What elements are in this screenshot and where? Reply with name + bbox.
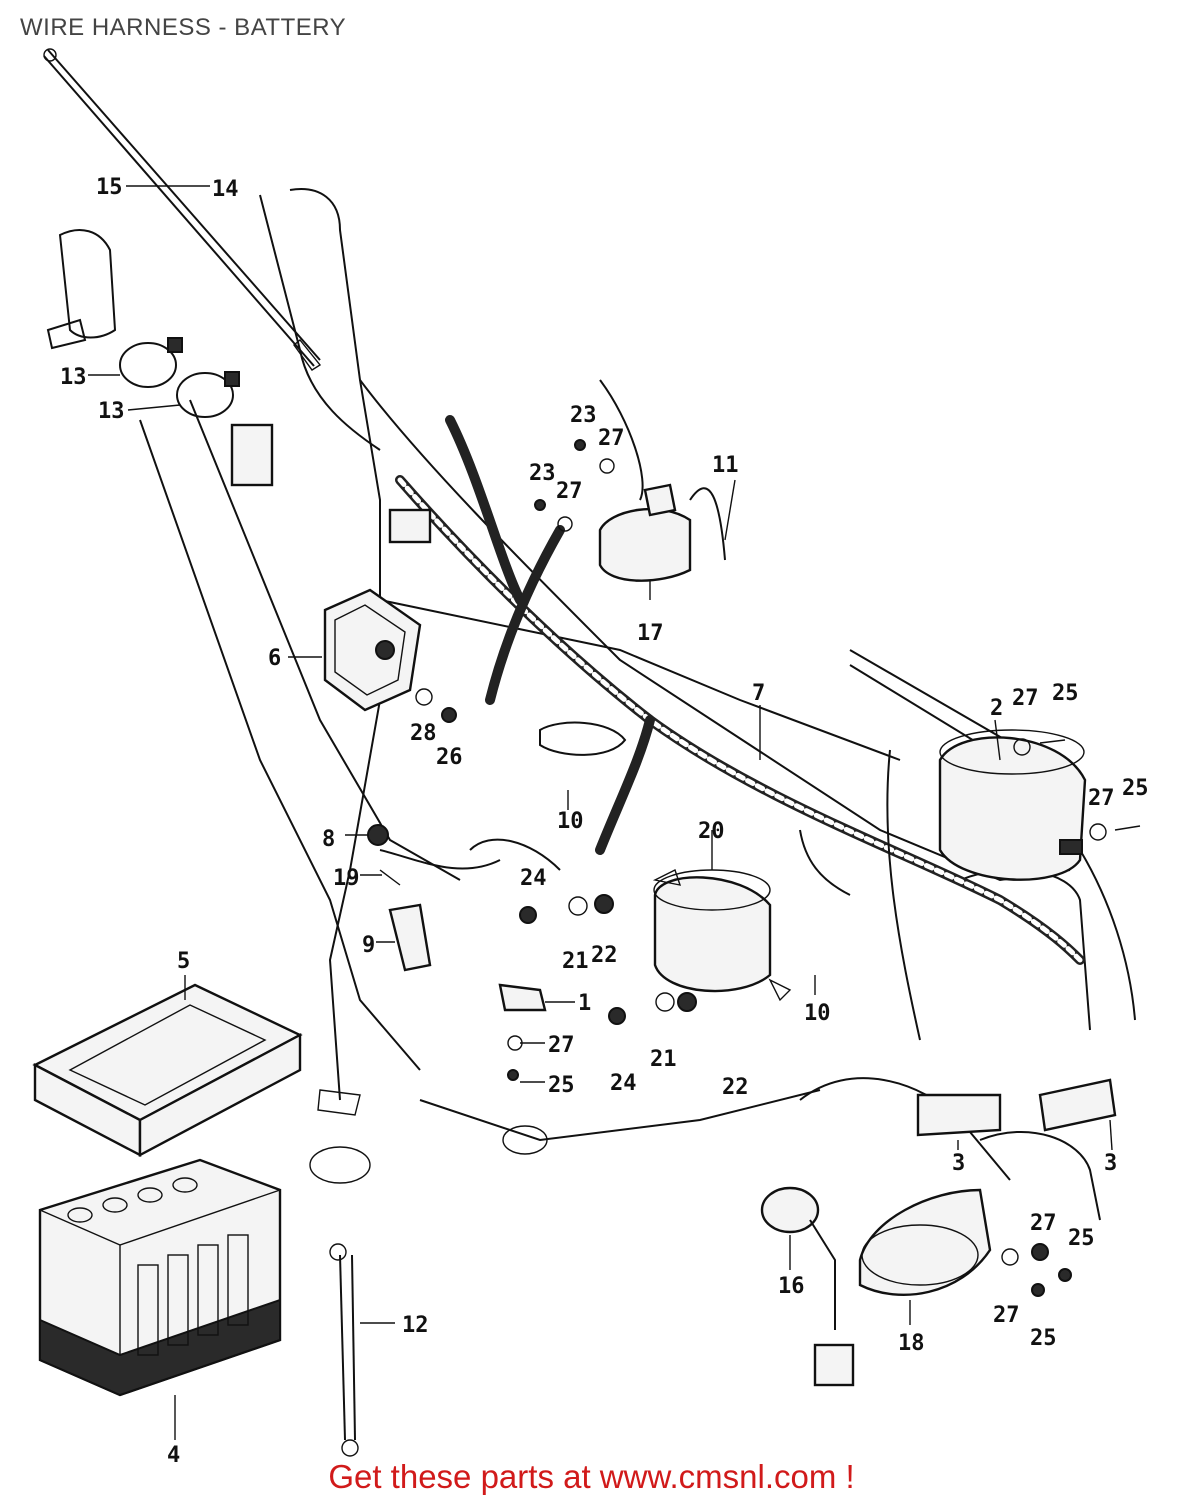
callout-4: 4 [167,1443,180,1468]
callout-27: 27 [1012,686,1039,711]
stay-rods [43,48,322,371]
callout-16: 16 [778,1274,805,1299]
callout-23: 23 [570,403,597,428]
callout-21: 21 [562,949,589,974]
callout-3: 3 [952,1151,965,1176]
callout-25: 25 [1030,1326,1057,1351]
battery-part-4 [38,1158,282,1397]
callout-1: 1 [578,991,591,1016]
fasteners [367,439,1141,1297]
callout-26: 26 [436,745,463,770]
callout-11: 11 [712,453,739,478]
callout-6: 6 [268,646,281,671]
page-title: WIRE HARNESS - BATTERY [20,14,347,41]
clamps [46,318,240,418]
callout-22: 22 [591,943,618,968]
callout-2: 2 [990,696,1003,721]
callout-24: 24 [520,866,547,891]
callout-8: 8 [322,827,335,852]
ignition-coil-part-2 [938,729,1087,881]
callout-3: 3 [1104,1151,1117,1176]
callout-9: 9 [362,933,375,958]
main-harness [379,379,1136,1041]
callout-19: 19 [333,866,360,891]
callout-18: 18 [898,1331,925,1356]
callout-27: 27 [598,426,625,451]
callout-12: 12 [402,1313,429,1338]
callout-10: 10 [557,809,584,834]
callout-14: 14 [212,177,239,202]
callout-13: 13 [98,399,125,424]
callout-27: 27 [1088,786,1115,811]
callout-23: 23 [529,461,556,486]
callout-5: 5 [177,949,190,974]
callout-27: 27 [548,1033,575,1058]
callout-21: 21 [650,1047,677,1072]
callout-28: 28 [410,721,437,746]
callout-20: 20 [698,819,725,844]
callout-25: 25 [548,1073,575,1098]
callout-25: 25 [1068,1226,1095,1251]
callout-27: 27 [556,479,583,504]
regulator-part-6 [230,423,432,712]
callout-27: 27 [993,1303,1020,1328]
battery-cable-part-12 [329,1243,359,1457]
relay-part-20 [652,869,792,1002]
callout-22: 22 [722,1075,749,1100]
callout-7: 7 [752,681,765,706]
leader-lines [88,185,1113,1440]
callout-24: 24 [610,1071,637,1096]
callout-labels: 15 14 13 13 23 27 23 27 11 17 6 28 26 7 … [60,175,1149,1468]
battery-tray-part-5 [32,983,303,1157]
horn-part-18 [858,1188,992,1296]
callout-15: 15 [96,175,123,200]
callout-25: 25 [1052,681,1079,706]
callout-10: 10 [804,1001,831,1026]
callout-27: 27 [1030,1211,1057,1236]
callout-17: 17 [637,621,664,646]
condenser-part-17 [598,483,726,582]
callout-13: 13 [60,365,87,390]
switch-part-16 [760,1186,855,1387]
footer-link[interactable]: Get these parts at www.cmsnl.com ! [328,1458,855,1495]
callout-25: 25 [1122,776,1149,801]
caps-part-3 [916,1078,1117,1137]
